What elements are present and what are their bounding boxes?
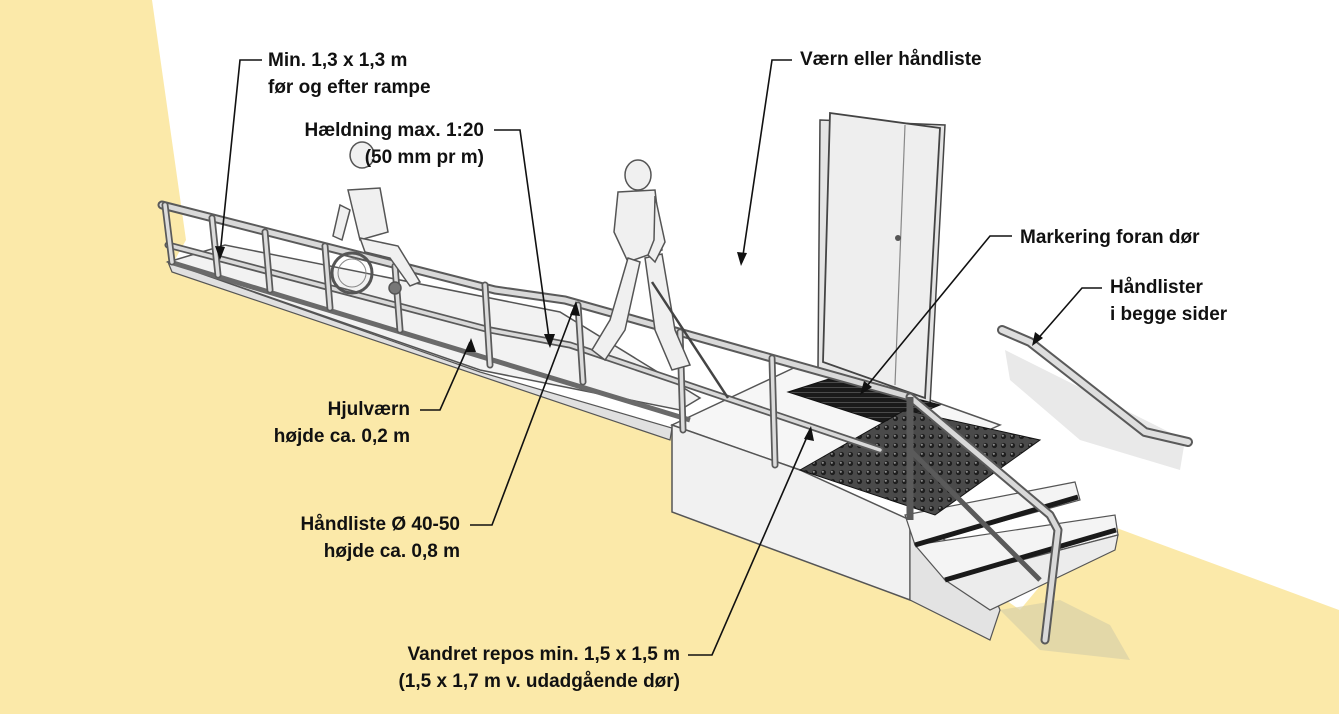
- wall-handrail-fill: [999, 327, 1191, 445]
- label-wheel-guard-line2: højde ca. 0,2 m: [273, 426, 410, 447]
- label-wheel-guard: Hjulværn højde ca. 0,2 m: [210, 396, 410, 450]
- arrowhead-guard: [737, 252, 747, 266]
- label-handrail-dim: Håndliste Ø 40-50 højde ca. 0,8 m: [240, 511, 460, 565]
- door-leaf: [822, 111, 941, 400]
- label-handrails-both: Håndlister i begge sider: [1110, 274, 1227, 328]
- label-level-landing-line2: (1,5 x 1,7 m v. udadgående dør): [398, 671, 680, 692]
- wheel-guard-rail: [169, 259, 691, 423]
- leader-landing-size: [219, 59, 262, 256]
- label-slope: Hældning max. 1:20 (50 mm pr m): [250, 117, 485, 171]
- leader-lines: [219, 59, 1102, 656]
- leader-door-marking: [861, 235, 1012, 393]
- label-handrails-both-line1: Håndlister: [1110, 277, 1203, 298]
- arrowhead-handrail-dim: [570, 301, 580, 316]
- arrowhead-slope: [544, 334, 555, 348]
- walking-person-figure: [591, 159, 730, 399]
- arrowhead-level-landing: [804, 426, 814, 441]
- label-door-marking: Markering foran dør: [1020, 224, 1199, 251]
- label-slope-line2: (50 mm pr m): [364, 147, 484, 168]
- stair-nosing-1: [914, 494, 1079, 548]
- ground-right: [1010, 520, 1339, 714]
- arrowhead-wheel-guard: [466, 338, 476, 352]
- door-edge: [894, 124, 906, 386]
- label-level-landing-line1: Vandret repos min. 1,5 x 1,5 m: [407, 644, 680, 665]
- stair-handrail-fill: [907, 394, 1061, 643]
- stair-nosing-2: [944, 527, 1117, 583]
- door-handle: [895, 235, 901, 241]
- label-guard: Værn eller håndliste: [800, 46, 982, 73]
- label-level-landing: Vandret repos min. 1,5 x 1,5 m (1,5 x 1,…: [318, 641, 680, 695]
- leader-handrails-both: [1034, 287, 1102, 343]
- leader-handrail-dim: [470, 304, 576, 526]
- label-handrail-dim-line2: højde ca. 0,8 m: [323, 541, 460, 562]
- stair-lower-rail: [908, 448, 1042, 582]
- leader-arrows: [215, 246, 1043, 441]
- label-handrails-both-line2: i begge sider: [1110, 304, 1228, 325]
- ramp-side: [166, 260, 673, 441]
- wheelchair-user-figure: [330, 141, 422, 295]
- leader-guard: [741, 59, 792, 263]
- arrowhead-landing-size: [215, 246, 225, 260]
- label-door-marking-line1: Markering foran dør: [1020, 227, 1200, 248]
- arrowhead-door-marking: [860, 381, 872, 395]
- wall-shadow: [1005, 350, 1185, 470]
- label-slope-line1: Hældning max. 1:20: [304, 120, 485, 141]
- leader-level-landing: [688, 429, 811, 656]
- label-wheel-guard-line1: Hjulværn: [327, 399, 410, 420]
- arrowhead-handrails-both: [1032, 332, 1043, 346]
- label-landing-size-line1: Min. 1,3 x 1,3 m: [268, 50, 408, 71]
- label-landing-size-line2: før og efter rampe: [268, 77, 431, 98]
- label-handrail-dim-line1: Håndliste Ø 40-50: [300, 514, 460, 535]
- ramp-deck: [165, 244, 702, 411]
- label-guard-line1: Værn eller håndliste: [800, 49, 982, 70]
- stair-shadow: [1000, 600, 1130, 660]
- leader-wheel-guard: [420, 341, 471, 411]
- leader-slope: [494, 129, 551, 346]
- label-landing-size: Min. 1,3 x 1,3 m før og efter rampe: [268, 47, 431, 101]
